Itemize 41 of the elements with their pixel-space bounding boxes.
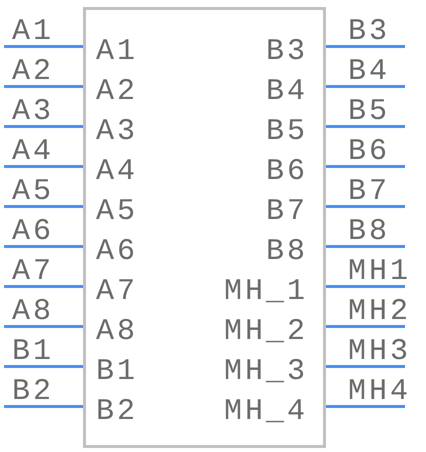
pin-name: B7 [266, 197, 308, 227]
pin-name: A6 [96, 237, 138, 267]
pin-number: A4 [12, 137, 54, 167]
pin-name: A5 [96, 197, 138, 227]
pin-name: B6 [266, 157, 308, 187]
pin-number: B1 [12, 337, 54, 367]
pin-number: B6 [348, 137, 390, 167]
pin-number: B3 [348, 17, 390, 47]
pin-name: B4 [266, 77, 308, 107]
pin-number: MH2 [348, 297, 412, 327]
pin-name: A7 [96, 277, 138, 307]
pin-number: B2 [12, 377, 54, 407]
pin-number: B5 [348, 97, 390, 127]
pin-name: MH_2 [224, 317, 308, 347]
pin-name: B1 [96, 357, 138, 387]
pin-number: MH1 [348, 257, 412, 287]
pin-number: A3 [12, 97, 54, 127]
pin-number: A1 [12, 17, 54, 47]
component-body [83, 7, 326, 448]
pin-name: B2 [96, 397, 138, 427]
pin-name: A8 [96, 317, 138, 347]
pin-name: MH_3 [224, 357, 308, 387]
pin-name: B8 [266, 237, 308, 267]
pin-name: A4 [96, 157, 138, 187]
pin-number: MH4 [348, 377, 412, 407]
pin-number: B7 [348, 177, 390, 207]
pin-number: A2 [12, 57, 54, 87]
pin-name: MH_4 [224, 397, 308, 427]
pin-number: MH3 [348, 337, 412, 367]
pin-number: A6 [12, 217, 54, 247]
pin-name: B5 [266, 117, 308, 147]
pin-number: A5 [12, 177, 54, 207]
pin-number: B8 [348, 217, 390, 247]
pin-name: MH_1 [224, 277, 308, 307]
pin-number: A7 [12, 257, 54, 287]
pin-name: A1 [96, 37, 138, 67]
pin-name: A3 [96, 117, 138, 147]
pin-number: A8 [12, 297, 54, 327]
pin-name: A2 [96, 77, 138, 107]
pin-name: B3 [266, 37, 308, 67]
pin-number: B4 [348, 57, 390, 87]
